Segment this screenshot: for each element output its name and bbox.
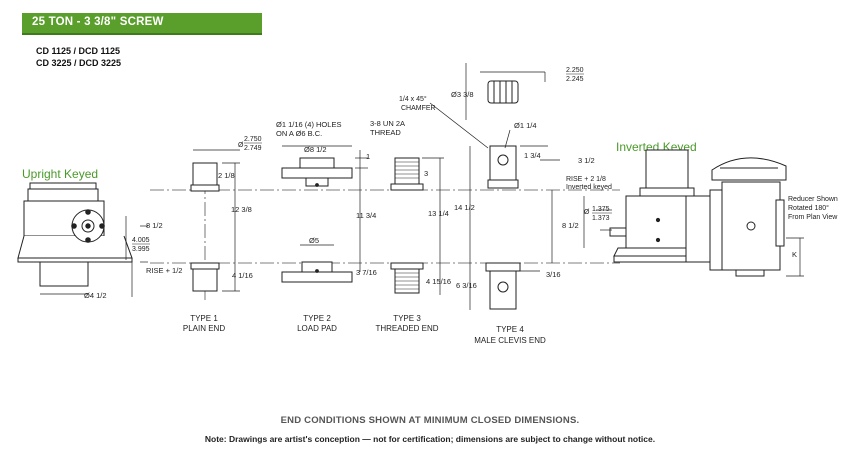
dim-11-3-4: 11 3/4 [356, 211, 376, 220]
type1-name: TYPE 1 [190, 314, 218, 323]
dim-8-1-2: 8 1/2 [146, 221, 163, 230]
model-list: CD 1125 / DCD 1125 CD 3225 / DCD 3225 [36, 45, 121, 69]
model-line-2: CD 3225 / DCD 3225 [36, 58, 122, 68]
dim-2749: 2.749 [244, 145, 262, 152]
dim-14-1-2: 14 1/2 [454, 203, 475, 212]
footer-note-disclaimer: Note: Drawings are artist's conception —… [204, 434, 656, 444]
dim-12-3-8: 12 3/8 [231, 205, 252, 214]
dim-phi-1375: Ø [584, 209, 590, 216]
type1-dim-lines [193, 149, 240, 292]
dim-2250: 2.250 [566, 67, 584, 74]
footer-note-end-conditions: END CONDITIONS SHOWN AT MINIMUM CLOSED D… [280, 415, 580, 426]
type2-desc: LOAD PAD [297, 324, 337, 333]
dim-dia-8-1-2: Ø8 1/2 [304, 145, 327, 154]
type3-dim-lines [359, 150, 444, 295]
dim-rise2-line1: RISE + 2 1/8 [566, 176, 606, 183]
dim-2245: 2.245 [566, 76, 584, 83]
dim-thread-line1: 3-8 UN 2A [370, 119, 405, 128]
type3-name: TYPE 3 [393, 314, 421, 323]
dim-3: 3 [424, 169, 428, 178]
dim-4005: 4.005 [132, 237, 150, 244]
dim-chamfer-line1: 1/4 x 45° [399, 95, 427, 103]
upright-dimensions [40, 216, 148, 297]
inverted-jack [609, 149, 787, 277]
dim-1: 1 [366, 152, 370, 161]
dim-8-1-2-inverted: 8 1/2 [562, 221, 579, 230]
technical-drawing: Ø4 1/2 4.005 3.995 RISE + 1/2 8 1/2 2 1/… [17, 63, 838, 345]
dim-holes-line2: ON A Ø6 B.C. [276, 129, 322, 138]
dim-dia-5: Ø5 [309, 236, 319, 245]
dim-thread-line2: THREAD [370, 128, 401, 137]
type1-desc: PLAIN END [183, 324, 225, 333]
dim-3-16: 3/16 [546, 270, 561, 279]
dim-k: K [792, 250, 797, 259]
type4-desc: MALE CLEVIS END [474, 336, 546, 345]
dim-dia-1-1-4: Ø1 1/4 [514, 121, 537, 130]
dim-4-1-16: 4 1/16 [232, 271, 253, 280]
dim-phi-2750: Ø [238, 142, 244, 149]
type2-load-pad [281, 157, 353, 283]
dim-1375: 1.375 [592, 206, 610, 213]
dim-3-1-2: 3 1/2 [578, 156, 595, 165]
type-labels: TYPE 1 PLAIN END TYPE 2 LOAD PAD TYPE 3 … [183, 314, 546, 345]
reducer-note-line1: Reducer Shown [788, 196, 838, 203]
type2-dim-lines [282, 145, 368, 246]
upright-keyed-title: Upright Keyed [22, 167, 99, 181]
dim-3995: 3.995 [132, 246, 150, 253]
dim-chamfer-line2: CHAMFER [401, 105, 436, 112]
dim-2750: 2.750 [244, 136, 262, 143]
inverted-dim-lines [583, 196, 804, 277]
model-line-1: CD 1125 / DCD 1125 [36, 46, 121, 56]
dim-rise: RISE + 1/2 [146, 266, 182, 275]
header-banner: 25 TON - 3 3/8" SCREW [22, 13, 262, 35]
dim-dia-3-3-8: Ø3 3/8 [451, 90, 474, 99]
type4-clevis-end [485, 80, 521, 310]
type4-name: TYPE 4 [496, 325, 524, 334]
reducer-note-line3: From Plan View [788, 214, 838, 221]
dim-1373: 1.373 [592, 215, 610, 222]
type3-desc: THREADED END [375, 324, 438, 333]
dim-4-15-16: 4 15/16 [426, 277, 451, 286]
dim-2-1-8: 2 1/8 [218, 171, 235, 180]
dim-6-3-16: 6 3/16 [456, 281, 477, 290]
dim-3-7-16: 3 7/16 [356, 268, 377, 277]
upright-jack [17, 182, 133, 287]
dim-rise2-line2: Inverted keyed [566, 184, 612, 191]
type1-plain-end [190, 162, 220, 292]
dim-dia-4-1-2: Ø4 1/2 [84, 291, 107, 300]
type4-dim-lines [429, 63, 560, 310]
dim-holes-line1: Ø1 1/16 (4) HOLES [276, 120, 341, 129]
dim-13-1-4: 13 1/4 [428, 209, 449, 218]
reducer-note-line2: Rotated 180° [788, 204, 829, 212]
header-title: 25 TON - 3 3/8" SCREW [32, 16, 164, 28]
dim-1-3-4: 1 3/4 [524, 151, 541, 160]
centerlines [150, 180, 620, 300]
type2-name: TYPE 2 [303, 314, 331, 323]
type3-threaded-end [390, 157, 424, 294]
